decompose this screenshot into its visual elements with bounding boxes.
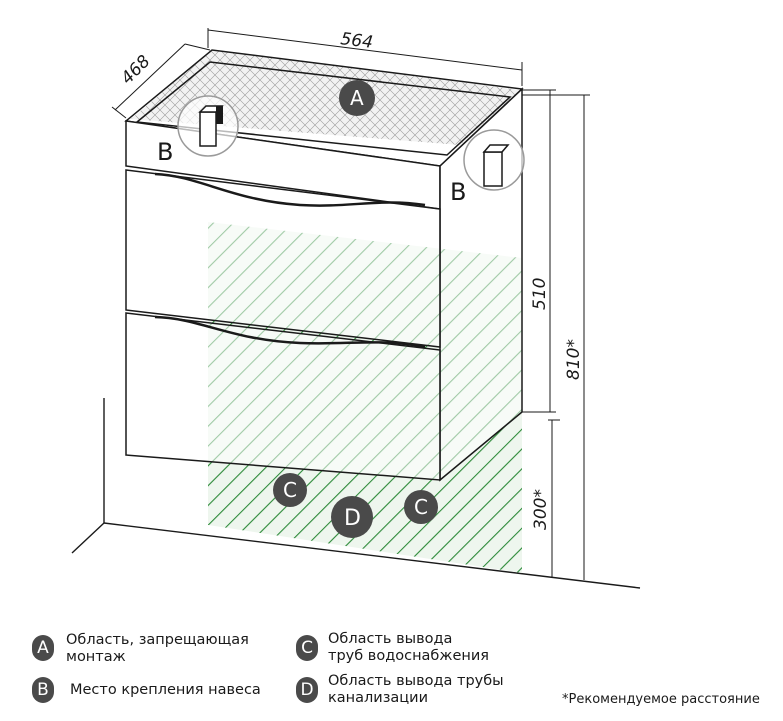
marker-a: A (339, 80, 375, 116)
svg-text:A: A (350, 86, 364, 110)
legend-a-badge: A (32, 635, 54, 661)
legend-a-line1: Область, запрещающая (66, 632, 249, 648)
legend-c-line1: Область вывода (328, 631, 453, 647)
legend-a-line2: монтаж (66, 649, 126, 665)
dimension-total-height: 810* (564, 339, 584, 380)
legend-d-line1: Область вывода трубы (328, 673, 504, 689)
mount-point-left (177, 95, 239, 157)
svg-text:D: D (344, 506, 361, 531)
wall-floor-lines (71, 398, 641, 589)
legend-d-line2: канализации (328, 690, 429, 706)
legend-d-badge: D (296, 677, 318, 703)
marker-c-right: C (404, 490, 438, 524)
legend-a: Область, запрещающая монтаж (66, 632, 249, 666)
svg-text:C: C (283, 478, 297, 502)
legend-c-line2: труб водоснабжения (328, 648, 489, 664)
dimension-height: 510 (530, 278, 550, 310)
dimension-width: 564 (339, 29, 374, 53)
marker-b-right: B (450, 178, 466, 206)
marker-b-left: B (157, 138, 173, 166)
legend-b-badge: B (32, 677, 54, 703)
svg-text:C: C (414, 495, 428, 519)
legend-d: Область вывода трубы канализации (328, 673, 504, 707)
legend-c: Область вывода труб водоснабжения (328, 631, 489, 665)
mount-point-right (463, 129, 525, 191)
marker-c-left: C (273, 473, 307, 507)
dimension-floor-gap: 300* (531, 489, 551, 530)
marker-d: D (331, 496, 373, 538)
legend-c-badge: C (296, 635, 318, 661)
dimension-depth: 468 (117, 51, 154, 88)
dimension-lines (111, 28, 590, 580)
footnote: *Рекомендуемое расстояние (562, 692, 760, 707)
legend-b: Место крепления навеса (70, 682, 261, 698)
